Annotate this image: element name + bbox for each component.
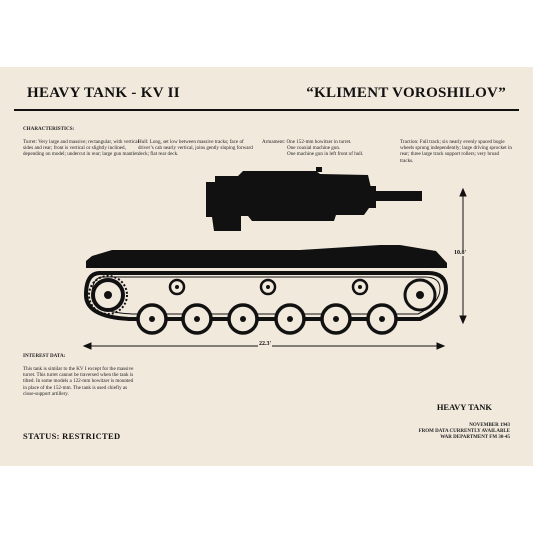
armament-line-2: One coaxial machine gun. xyxy=(287,145,341,152)
turret-description: Turret: Very large and massive; rectangu… xyxy=(23,139,140,158)
header-rule xyxy=(14,109,519,111)
turret-label: Turret: xyxy=(23,139,37,145)
height-dimension-label: 10.8' xyxy=(453,250,468,256)
hull-shape xyxy=(86,245,447,268)
armament-description: Armament: One 152-mm howitzer in turret.… xyxy=(262,139,397,158)
tank-silhouette-diagram xyxy=(82,167,467,350)
gun-mantlet xyxy=(364,186,376,208)
armament-label: Armament: xyxy=(262,139,286,145)
characteristics-heading: CHARACTERISTICS: xyxy=(23,126,75,132)
hull-label: Hull: xyxy=(138,139,149,145)
source-line-1: NOVEMBER 1943 xyxy=(469,423,510,428)
interest-text: This tank is similar to the KV I except … xyxy=(23,366,134,397)
source-line-3: WAR DEPARTMENT FM 30-45 xyxy=(440,435,510,440)
traction-label: Traction: xyxy=(400,139,419,145)
traction-text: Full track; six nearly evenly spaced bog… xyxy=(400,139,512,164)
armament-line-1: One 152-mm howitzer in turret. xyxy=(286,139,352,145)
turret-text: Very large and massive; rectangular, wit… xyxy=(23,139,140,158)
turret-hatch xyxy=(316,167,322,172)
drive-sprocket-teeth xyxy=(88,275,128,315)
track-outline xyxy=(83,271,449,321)
gun-barrel xyxy=(372,191,422,201)
interest-heading: INTEREST DATA: xyxy=(23,353,66,359)
hull-text: Long, set low between massive tracks; fa… xyxy=(138,139,253,158)
source-line-2: FROM DATA CURRENTLY AVAILABLE xyxy=(418,429,510,434)
length-dimension-label: 22.3' xyxy=(258,341,273,347)
poster: HEAVY TANK - KV II “KLIMENT VOROSHILOV” … xyxy=(0,67,533,466)
track-inner xyxy=(91,276,441,315)
turret-shape xyxy=(206,171,374,231)
traction-description: Traction: Full track; six nearly evenly … xyxy=(400,139,512,164)
title-left: HEAVY TANK - KV II xyxy=(27,85,180,101)
armament-line-3: One machine gun in left front of hull. xyxy=(287,151,364,158)
classification-label: HEAVY TANK xyxy=(436,402,492,412)
title-right: “KLIMENT VOROSHILOV” xyxy=(306,85,506,101)
hull-description: Hull: Long, set low between massive trac… xyxy=(138,139,260,158)
status-label: STATUS: RESTRICTED xyxy=(23,431,121,441)
